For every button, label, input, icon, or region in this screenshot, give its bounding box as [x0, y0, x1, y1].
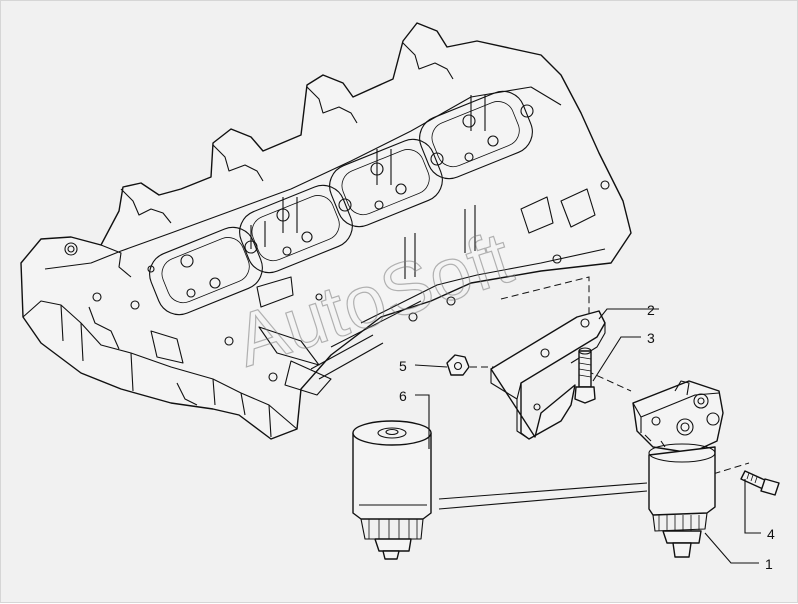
callout-2: 2: [647, 302, 655, 318]
bolt-small-part: [740, 470, 780, 496]
callout-4: 4: [767, 526, 775, 542]
bolt-part: [574, 347, 596, 404]
nut-part: [446, 354, 470, 376]
filter-assembly: [648, 443, 716, 558]
callout-5: 5: [399, 358, 407, 374]
bracket-part: [490, 310, 606, 440]
leader-lines: [414, 308, 761, 564]
filter-head: [632, 380, 724, 454]
filter-element: [352, 420, 432, 560]
cylinder-head: [20, 22, 632, 440]
callout-3: 3: [647, 330, 655, 346]
alternative-link-line: [438, 482, 648, 510]
callout-1: 1: [765, 556, 773, 572]
callout-6: 6: [399, 388, 407, 404]
callouts: 2 3 5 6 4 1: [399, 302, 775, 572]
